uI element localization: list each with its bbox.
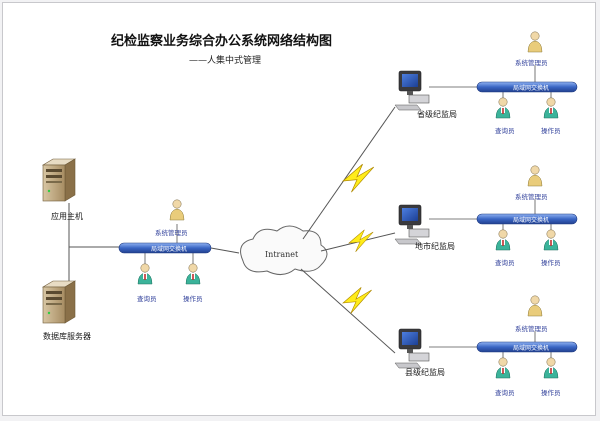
lightning-icon: [342, 163, 375, 193]
lan-switch-label: 局域网交换机: [513, 84, 549, 92]
diagram-subtitle: ——人集中式管理: [189, 54, 261, 66]
intranet-cloud-icon: [240, 225, 328, 275]
query-person-icon: [495, 357, 511, 379]
switch-cloud-link: [210, 247, 240, 254]
lan-switch-bus: [476, 81, 578, 93]
network-diagram: 纪检监察业务综合办公系统网络结构图 ——人集中式管理 应用主机 数据库服务器 局…: [42, 31, 578, 397]
lan-switch-label: 局域网交换机: [513, 344, 549, 352]
operator-person-icon: [543, 357, 559, 379]
link-county: [300, 268, 396, 354]
branch-name: 县级纪监局: [405, 367, 445, 377]
diagram-frame: 纪检监察业务综合办公系统网络结构图 ——人集中式管理 应用主机 数据库服务器 局…: [2, 2, 596, 416]
operator-person-icon: [185, 263, 201, 285]
query-label: 查询员: [137, 294, 157, 303]
link-provincial: [302, 106, 396, 240]
branch-county: 县级纪监局 局域网交换机 系统管理员 查询员 操作员: [394, 295, 578, 397]
admin-label: 系统管理员: [515, 324, 548, 333]
operator-label: 操作员: [183, 294, 203, 303]
admin-label: 系统管理员: [515, 192, 548, 201]
diagram-title: 纪检监察业务综合办公系统网络结构图: [111, 33, 332, 49]
query-person-icon: [495, 97, 511, 119]
query-person-icon: [137, 263, 153, 285]
admin-person-icon: [527, 295, 543, 317]
branch-name: 省级纪监局: [417, 109, 457, 119]
lan-switch-bus: [476, 213, 578, 225]
branch-municipal: 地市纪监局 局域网交换机 系统管理员 查询员 操作员: [394, 165, 578, 267]
app-host-label: 应用主机: [51, 211, 83, 221]
operator-label: 操作员: [541, 126, 561, 135]
branch-provincial: 省级纪监局 局域网交换机 系统管理员 查询员 操作员: [394, 31, 578, 135]
query-person-icon: [495, 229, 511, 251]
admin-person-icon: [527, 165, 543, 187]
database-server-icon: [42, 280, 76, 324]
operator-person-icon: [543, 97, 559, 119]
workstation-icon: [394, 204, 430, 245]
lightning-icon: [342, 287, 372, 314]
lan-switch-label: 局域网交换机: [151, 245, 187, 253]
query-label: 查询员: [495, 388, 515, 397]
lightning-icon: [348, 229, 374, 253]
server-icon: [42, 158, 76, 202]
admin-person-icon: [527, 31, 543, 53]
intranet-label: Intranet: [265, 250, 299, 259]
query-label: 查询员: [495, 126, 515, 135]
workstation-icon: [394, 328, 430, 369]
admin-person-icon: [169, 199, 185, 221]
lan-switch-bus: [476, 341, 578, 353]
admin-label: 系统管理员: [155, 228, 188, 237]
db-server-label: 数据库服务器: [43, 331, 91, 341]
lan-switch-label: 局域网交换机: [513, 216, 549, 224]
admin-label: 系统管理员: [515, 58, 548, 67]
operator-label: 操作员: [541, 388, 561, 397]
workstation-icon: [394, 70, 430, 111]
query-label: 查询员: [495, 258, 515, 267]
operator-label: 操作员: [541, 258, 561, 267]
branch-name: 地市纪监局: [415, 241, 455, 251]
operator-person-icon: [543, 229, 559, 251]
